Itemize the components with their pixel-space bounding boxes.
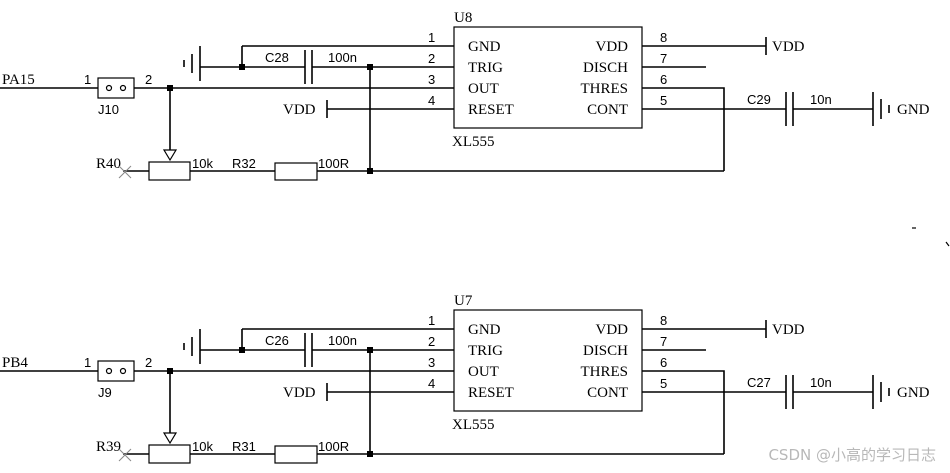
chip-pin-number: 1 <box>428 30 435 45</box>
chip-pin-number: 8 <box>660 30 667 45</box>
chip-pin-name-gnd: GND <box>468 39 501 55</box>
capacitor-value-label: 10n <box>810 375 832 390</box>
chip-pin-name-cont: CONT <box>587 385 628 401</box>
jumper-pin-number: 1 <box>84 355 91 370</box>
chip-pin-name-trig: TRIG <box>468 60 503 76</box>
capacitor-value-label: 100n <box>328 333 357 348</box>
resistor-ref-label: R31 <box>232 439 256 454</box>
vdd-net-label: VDD <box>772 39 805 55</box>
no-connect-cross <box>118 165 132 179</box>
chip-part-label: XL555 <box>452 134 495 150</box>
jumper-pin-number: 1 <box>84 72 91 87</box>
thres-wire <box>642 87 725 171</box>
chip-part-label: XL555 <box>452 417 495 433</box>
chip-pin-name-out: OUT <box>468 364 499 380</box>
potentiometer-body <box>148 161 191 181</box>
resistor-body <box>274 162 318 181</box>
chip-pin-name-disch: DISCH <box>583 60 628 76</box>
chip-pin-number: 3 <box>428 72 435 87</box>
capacitor-ref-label: C28 <box>265 50 289 65</box>
jumper-body <box>97 360 135 382</box>
chip-body <box>453 26 643 129</box>
chip-pin-name-reset: RESET <box>468 102 514 118</box>
thres-wire <box>642 370 725 454</box>
chip-pin-number: 8 <box>660 313 667 328</box>
resistor-value-label: 100R <box>318 156 349 171</box>
potentiometer-ref-label: R39 <box>96 439 121 455</box>
chip-ref-label: U7 <box>454 293 473 309</box>
capacitor-value-label: 10n <box>810 92 832 107</box>
chip-body <box>453 309 643 412</box>
chip-pin-name-reset: RESET <box>468 385 514 401</box>
no-connect-cross <box>118 448 132 462</box>
chip-pin-number: 3 <box>428 355 435 370</box>
chip-pin-number: 6 <box>660 355 667 370</box>
chip-pin-name-thres: THRES <box>580 81 628 97</box>
chip-pin-number: 5 <box>660 376 667 391</box>
csdn-watermark: CSDN @小高的学习日志 <box>768 446 936 464</box>
jumper-pin-hole <box>119 367 127 375</box>
capacitor-ref-label: C29 <box>747 92 771 107</box>
jumper-pin-hole <box>105 367 113 375</box>
chip-ref-label: U8 <box>454 10 472 26</box>
jumper-pin-number: 2 <box>145 72 152 87</box>
chip-pin-name-disch: DISCH <box>583 343 628 359</box>
resistor-ref-label: R32 <box>232 156 256 171</box>
capacitor-value-label: 100n <box>328 50 357 65</box>
capacitor-ref-label: C26 <box>265 333 289 348</box>
chip-pin-number: 5 <box>660 93 667 108</box>
wiper-arrow <box>162 149 178 162</box>
jumper-pin-hole <box>105 84 113 92</box>
stray-mark <box>945 241 950 247</box>
potentiometer-value-label: 10k <box>192 439 213 454</box>
gnd-net-label: GND <box>897 385 930 401</box>
chip-pin-name-vdd: VDD <box>596 39 629 55</box>
vdd-net-label: VDD <box>283 102 316 118</box>
junction-dot <box>239 64 245 70</box>
chip-pin-number: 7 <box>660 334 667 349</box>
potentiometer-body <box>148 444 191 464</box>
signal-net-label: PA15 <box>2 72 35 88</box>
chip-pin-name-trig: TRIG <box>468 343 503 359</box>
signal-net-label: PB4 <box>2 355 28 371</box>
chip-pin-number: 4 <box>428 93 435 108</box>
chip-pin-name-cont: CONT <box>587 102 628 118</box>
chip-pin-name-vdd: VDD <box>596 322 629 338</box>
jumper-ref-label: J10 <box>98 102 119 117</box>
chip-pin-number: 1 <box>428 313 435 328</box>
chip-pin-name-thres: THRES <box>580 364 628 380</box>
circuit-bottom: U7XL555GND1TRIG2OUT3RESET4VDD8DISCH7THRE… <box>0 293 930 464</box>
jumper-body <box>97 77 135 99</box>
jumper-pin-hole <box>119 84 127 92</box>
chip-pin-name-out: OUT <box>468 81 499 97</box>
wiper-arrow <box>162 432 178 445</box>
junction-dot <box>239 347 245 353</box>
chip-pin-number: 2 <box>428 334 435 349</box>
vdd-net-label: VDD <box>772 322 805 338</box>
gnd-net-label: GND <box>897 102 930 118</box>
chip-pin-name-gnd: GND <box>468 322 501 338</box>
chip-pin-number: 7 <box>660 51 667 66</box>
potentiometer-value-label: 10k <box>192 156 213 171</box>
capacitor-ref-label: C27 <box>747 375 771 390</box>
chip-pin-number: 2 <box>428 51 435 66</box>
potentiometer-ref-label: R40 <box>96 156 121 172</box>
jumper-pin-number: 2 <box>145 355 152 370</box>
resistor-body <box>274 445 318 464</box>
circuit-top: U8XL555GND1TRIG2OUT3RESET4VDD8DISCH7THRE… <box>0 10 930 181</box>
resistor-value-label: 100R <box>318 439 349 454</box>
chip-pin-number: 6 <box>660 72 667 87</box>
jumper-ref-label: J9 <box>98 385 112 400</box>
chip-pin-number: 4 <box>428 376 435 391</box>
vdd-net-label: VDD <box>283 385 316 401</box>
